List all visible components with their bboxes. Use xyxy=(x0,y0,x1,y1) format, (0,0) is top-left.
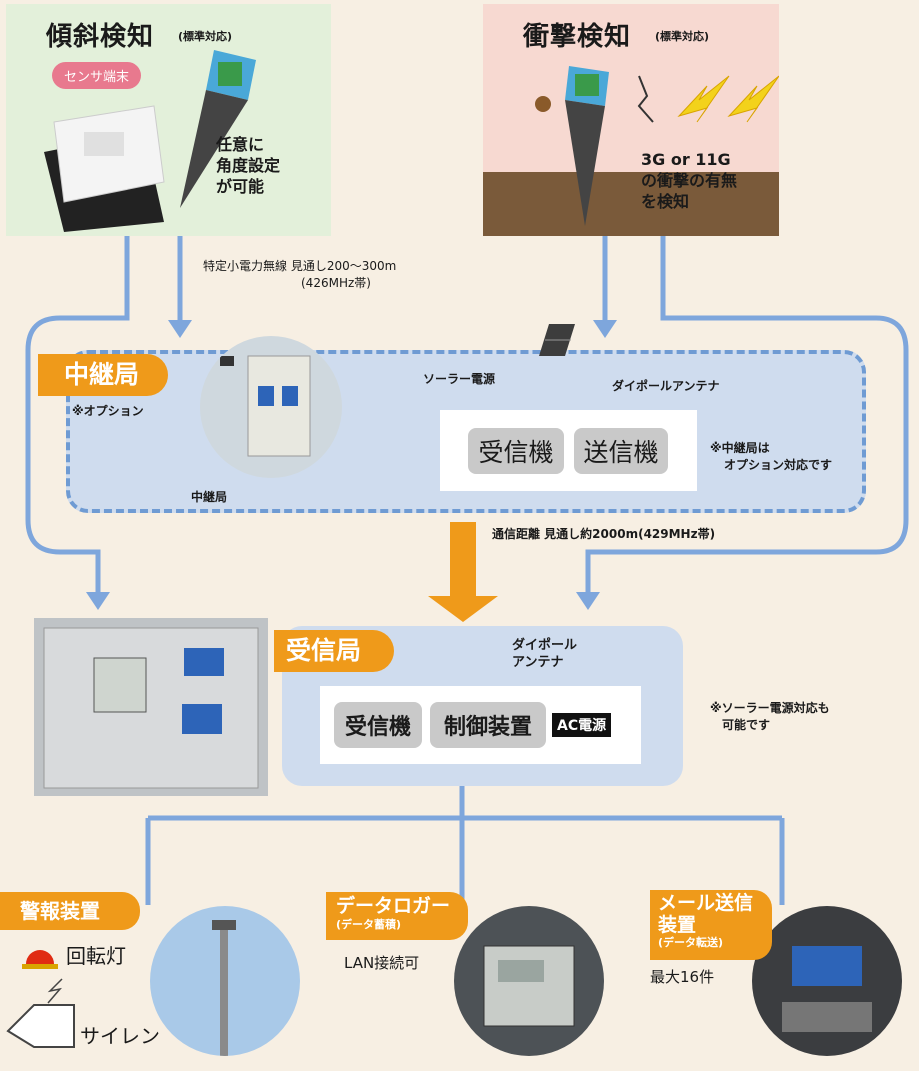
tilt-subtitle: (標準対応) xyxy=(178,30,233,43)
shock-desc-line1: 3G or 11G xyxy=(641,150,731,169)
radio-spec-1: 特定小電力無線 見通し200〜300m (426MHz帯) xyxy=(203,258,396,292)
shock-panel: 衝撃検知 (標準対応) 3G or 11G の衝撃の有無 を検知 xyxy=(483,4,779,236)
station-dipole-label: ダイポール アンテナ xyxy=(512,637,577,671)
relay-receiver: 受信機 xyxy=(468,428,564,474)
shock-desc-line3: を検知 xyxy=(641,192,690,211)
data-logger-sub: (データ蓄積) xyxy=(336,918,402,931)
solar-option-note: ※ソーラー電源対応も 可能です xyxy=(710,700,830,734)
mail-tag-line1: メール送信 xyxy=(658,892,754,914)
rotating-lamp-icon xyxy=(22,950,58,969)
station-controller: 制御装置 xyxy=(430,702,546,748)
ac-power-badge: AC電源 xyxy=(552,713,612,737)
radio-spec-1-line1: 特定小電力無線 見通し200〜300m xyxy=(203,259,397,273)
sensor-terminal-pill: センサ端末 xyxy=(52,62,142,89)
relay-transmitter: 送信機 xyxy=(574,428,668,474)
siren-icon xyxy=(6,978,75,1048)
mail-max-label: 最大16件 xyxy=(650,968,715,986)
relay-dipole-label: ダイポールアンテナ xyxy=(612,379,720,393)
solar-note-line2: 可能です xyxy=(722,718,771,732)
station-receiver: 受信機 xyxy=(334,702,422,748)
relay-station-photo xyxy=(200,336,342,478)
solar-power-label: ソーラー電源 xyxy=(423,372,496,386)
tilt-panel: 傾斜検知 (標準対応) センサ端末 任意に 角度設定 が可能 xyxy=(6,4,331,236)
control-panel-photo xyxy=(34,618,268,796)
mail-device-photo xyxy=(752,906,902,1056)
tilt-stake-icon xyxy=(180,50,256,208)
relay-note-line1: ※中継局は xyxy=(710,441,770,455)
shock-stake-icon xyxy=(535,66,779,226)
data-logger-tag: データロガー (データ蓄積) xyxy=(326,892,468,940)
solar-panel-icon xyxy=(539,324,575,356)
relay-photo-caption: 中継局 xyxy=(191,490,228,504)
station-dipole-line2: アンテナ xyxy=(512,655,564,670)
relay-equipment-box: 受信機 送信機 xyxy=(440,410,697,491)
data-logger-title: データロガー xyxy=(336,895,451,917)
mail-tag-line2: 装置 xyxy=(658,914,697,936)
station-equipment-box: 受信機 制御装置 AC電源 xyxy=(320,686,641,764)
mail-tag-sub: (データ転送) xyxy=(658,936,724,949)
shock-subtitle: (標準対応) xyxy=(655,30,710,43)
alarm-device-tag: 警報装置 xyxy=(0,892,140,930)
siren-label: サイレン xyxy=(80,1024,160,1048)
ground-soil xyxy=(483,172,779,236)
tilt-desc-line2: 角度設定 xyxy=(216,156,281,175)
receive-station-tag: 受信局 xyxy=(274,630,394,672)
relay-station-tag: 中継局 xyxy=(38,354,168,396)
tilt-title: 傾斜検知 xyxy=(46,22,155,52)
mail-device-tag: メール送信 装置 (データ転送) xyxy=(650,890,772,960)
alarm-photo xyxy=(150,906,300,1056)
solar-note-line1: ※ソーラー電源対応も xyxy=(710,701,830,715)
radio-spec-1-line2: (426MHz帯) xyxy=(301,276,371,290)
data-logger-photo xyxy=(454,906,604,1056)
shock-desc-line2: の衝撃の有無 xyxy=(641,171,738,190)
radio-spec-2: 通信距離 見通し約2000m(429MHz帯) xyxy=(492,527,716,541)
relay-note-line2: オプション対応です xyxy=(724,458,833,472)
tilt-desc-line1: 任意に xyxy=(216,135,265,154)
lan-connection-label: LAN接続可 xyxy=(344,954,420,972)
relay-option-note: ※オプション xyxy=(72,404,144,418)
shock-title: 衝撃検知 xyxy=(523,22,632,52)
station-dipole-line1: ダイポール xyxy=(512,638,578,653)
relay-option-notice: ※中継局は オプション対応です xyxy=(710,440,832,474)
sensor-device-icon xyxy=(44,105,165,232)
rotating-lamp-label: 回転灯 xyxy=(66,944,126,968)
tilt-desc-line3: が可能 xyxy=(216,177,265,196)
